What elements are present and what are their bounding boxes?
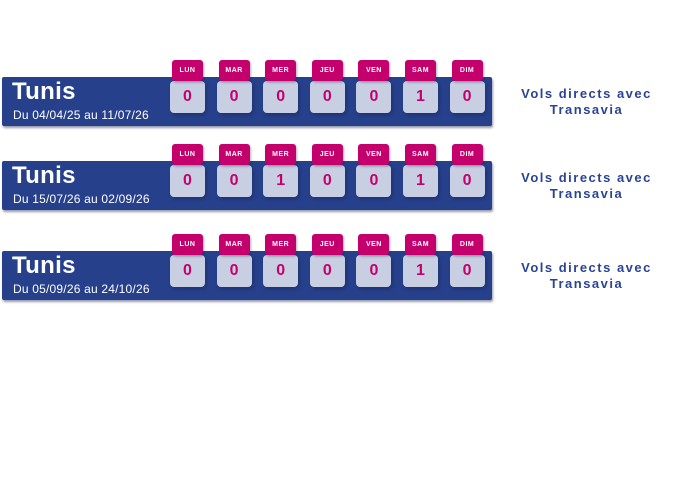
day-label-chip: LUN <box>172 144 203 165</box>
flight-count-cell: 0 <box>170 165 205 197</box>
day-label-chip: LUN <box>172 60 203 81</box>
day-label-chip: JEU <box>311 234 343 255</box>
day-label-chip: LUN <box>172 234 203 255</box>
day-label-chip: MER <box>265 234 297 255</box>
flight-count-cell: 1 <box>403 255 438 287</box>
destination-name: Tunis <box>12 252 76 279</box>
flight-count-cell: 0 <box>263 255 299 287</box>
flight-count-cell: 1 <box>263 165 299 197</box>
date-range: Du 04/04/25 au 11/07/26 <box>13 108 149 122</box>
flight-count-cell: 0 <box>309 255 345 287</box>
flight-count-cell: 1 <box>403 81 438 113</box>
flight-count-cell: 0 <box>216 255 252 287</box>
day-label-chip: MAR <box>218 234 250 255</box>
date-range: Du 05/09/26 au 24/10/26 <box>13 282 150 296</box>
day-label-chip: MAR <box>218 60 250 81</box>
day-label-chip: SAM <box>405 144 436 165</box>
flight-count-cell: 0 <box>170 255 205 287</box>
flight-count-cell: 0 <box>216 165 252 197</box>
destination-name: Tunis <box>12 162 76 189</box>
day-label-chip: MER <box>265 60 297 81</box>
airline-note: Vols directs avec Transavia <box>521 170 652 201</box>
day-label-chip: DIM <box>451 234 483 255</box>
flight-count-cell: 0 <box>309 81 345 113</box>
flight-count-cell: 0 <box>356 255 392 287</box>
flight-count-cell: 0 <box>449 81 485 113</box>
flight-count-cell: 0 <box>449 255 485 287</box>
flight-count-cell: 1 <box>403 165 438 197</box>
day-label-chip: VEN <box>358 234 390 255</box>
day-label-chip: MAR <box>218 144 250 165</box>
flight-count-cell: 0 <box>170 81 205 113</box>
flight-count-cell: 0 <box>309 165 345 197</box>
flight-count-cell: 0 <box>356 81 392 113</box>
date-range: Du 15/07/26 au 02/09/26 <box>13 192 150 206</box>
day-label-chip: DIM <box>451 60 483 81</box>
flight-count-cell: 0 <box>356 165 392 197</box>
day-label-chip: SAM <box>405 234 436 255</box>
day-label-chip: SAM <box>405 60 436 81</box>
airline-note: Vols directs avec Transavia <box>521 260 652 291</box>
airline-note: Vols directs avec Transavia <box>521 86 652 117</box>
day-label-chip: JEU <box>311 144 343 165</box>
day-label-chip: VEN <box>358 60 390 81</box>
flight-count-cell: 0 <box>263 81 299 113</box>
day-label-chip: VEN <box>358 144 390 165</box>
day-label-chip: JEU <box>311 60 343 81</box>
flight-count-cell: 0 <box>216 81 252 113</box>
day-label-chip: DIM <box>451 144 483 165</box>
destination-name: Tunis <box>12 78 76 105</box>
day-label-chip: MER <box>265 144 297 165</box>
flight-count-cell: 0 <box>449 165 485 197</box>
